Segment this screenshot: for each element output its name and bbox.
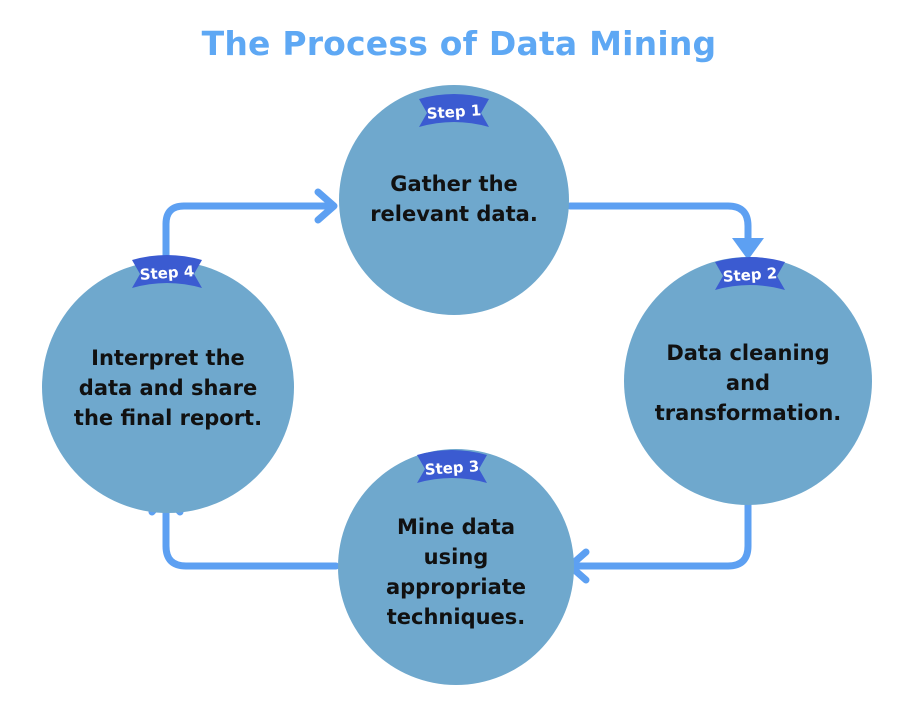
step-1-badge: Step 1 — [419, 94, 489, 127]
arrowhead-step2 — [732, 238, 764, 260]
connector-step4-to-step1 — [162, 202, 334, 266]
arrowhead-step1 — [314, 188, 338, 224]
connector-step3-to-step4 — [162, 496, 340, 570]
step-3-badge-label: Step 3 — [424, 457, 480, 479]
step-1-text: Gather the relevant data. — [370, 172, 538, 226]
step-4-badge: Step 4 — [132, 255, 202, 288]
step-3-badge: Step 3 — [417, 450, 487, 483]
step-4-circle: Interpret the data and share the final r… — [42, 261, 294, 513]
step-2-badge: Step 2 — [715, 257, 785, 290]
step-2-text: Data cleaning and transformation. — [654, 341, 842, 425]
step-3-circle: Mine data using appropriate techniques. — [338, 449, 574, 685]
step-2-circle: Data cleaning and transformation. — [624, 257, 872, 505]
connector-step2-to-step3 — [570, 488, 752, 570]
step-2-badge-label: Step 2 — [722, 264, 778, 286]
step-1-badge-label: Step 1 — [426, 101, 482, 123]
step-4-badge-label: Step 4 — [139, 262, 195, 284]
step-1-circle: Gather the relevant data. — [339, 85, 569, 315]
step-4-text: Interpret the data and share the final r… — [73, 346, 263, 430]
connector-step1-to-step2 — [566, 202, 752, 256]
diagram-title: The Process of Data Mining — [201, 24, 717, 63]
step-3-text: Mine data using appropriate techniques. — [385, 515, 527, 629]
